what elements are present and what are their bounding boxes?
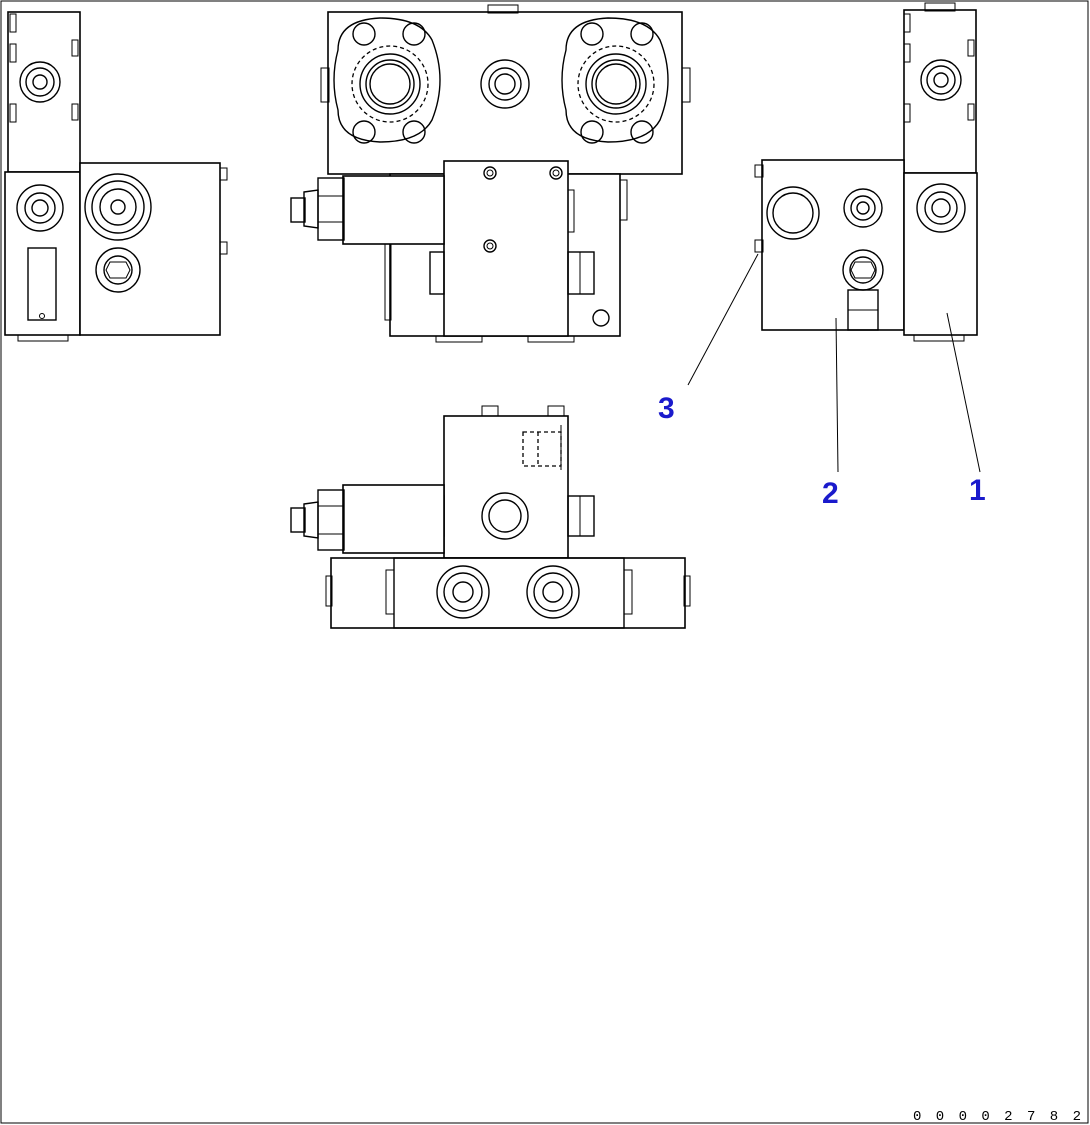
callout-3: 3 [658, 392, 675, 425]
callout-2: 2 [822, 477, 839, 510]
center-valve-body [443, 160, 569, 337]
left-lower-block [4, 171, 81, 336]
right-side-block [761, 159, 905, 331]
view-left-side [4, 11, 228, 342]
view-center-top [290, 4, 691, 343]
solenoid-coil [342, 175, 445, 245]
drawing-number: 0 0 0 0 2 7 8 2 [913, 1109, 1084, 1125]
callout-1: 1 [969, 474, 986, 507]
right-upper-block [903, 9, 977, 174]
view-bottom [290, 405, 691, 629]
center-manifold-block [327, 11, 683, 175]
right-flange [561, 17, 669, 143]
leader-line-3 [687, 253, 759, 386]
right-lower-block [903, 172, 978, 336]
bottom-valve-body [443, 415, 569, 559]
left-flange [333, 17, 441, 143]
leader-line-2 [835, 317, 839, 473]
left-upper-block [7, 11, 81, 173]
left-side-block [79, 162, 221, 336]
view-right-side [754, 2, 978, 342]
bottom-solenoid-coil [342, 484, 445, 554]
leader-line-1 [946, 312, 981, 473]
